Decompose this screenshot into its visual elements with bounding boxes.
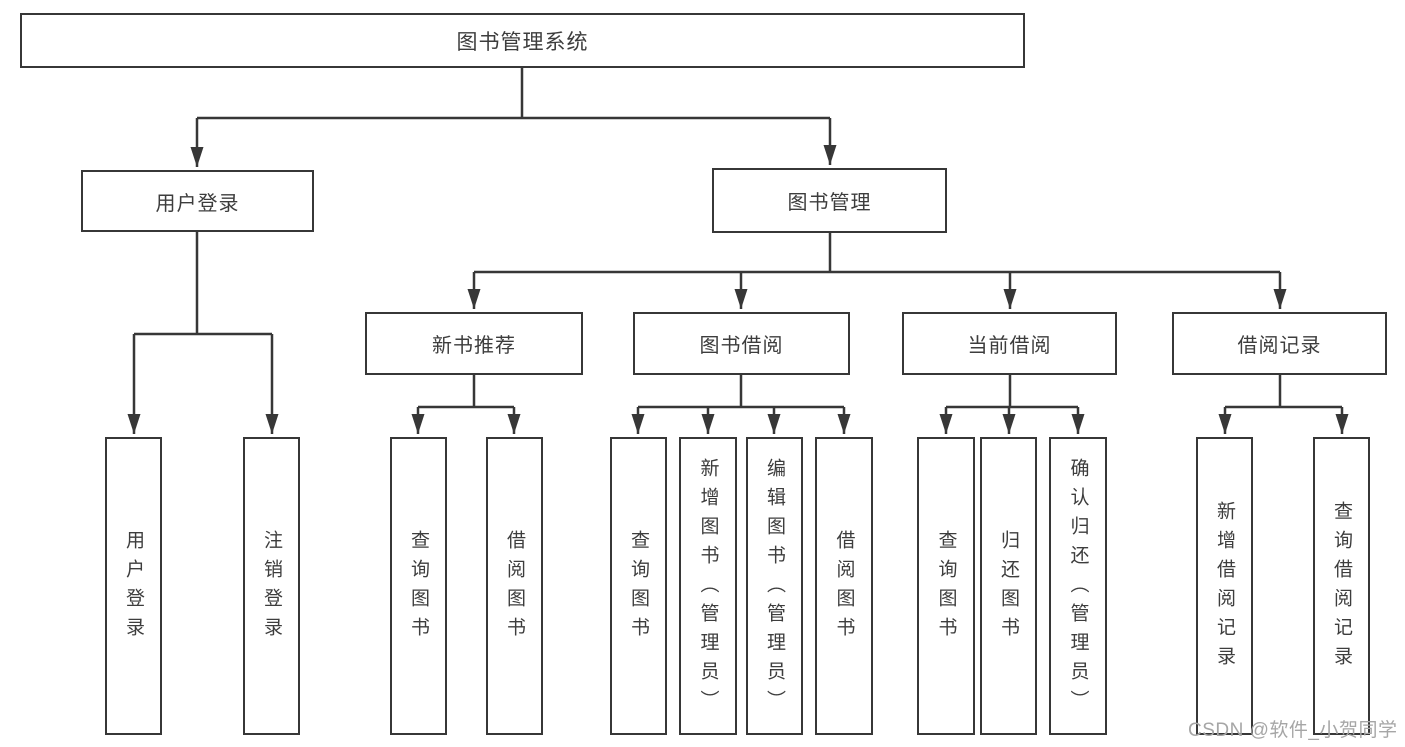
leaf-user-login: 用户登录 — [105, 437, 162, 735]
leaf-recommend-borrow-books: 借阅图书 — [486, 437, 543, 735]
leaf-return-book: 归还图书 — [980, 437, 1037, 735]
leaf-borrow-books: 借阅图书 — [815, 437, 873, 735]
leaf-add-book-admin: 新增图书（管理员） — [679, 437, 737, 735]
leaf-add-borrow-record-label: 新增借阅记录 — [1214, 501, 1235, 675]
node-user-login: 用户登录 — [81, 170, 314, 232]
leaf-borrow-query-books: 查询图书 — [610, 437, 667, 735]
node-book-management-label: 图书管理 — [787, 192, 872, 214]
leaf-logout: 注销登录 — [243, 437, 300, 735]
leaf-edit-book-admin-label: 编辑图书（管理员） — [764, 457, 785, 719]
leaf-user-login-label: 用户登录 — [123, 530, 144, 646]
leaf-recommend-borrow-books-label: 借阅图书 — [504, 530, 525, 646]
leaf-confirm-return-admin-label: 确认归还（管理员） — [1067, 457, 1089, 719]
leaf-recommend-query-books: 查询图书 — [390, 437, 447, 735]
leaf-add-borrow-record: 新增借阅记录 — [1196, 437, 1253, 735]
leaf-borrow-query-books-label: 查询图书 — [628, 530, 649, 646]
node-book-borrow: 图书借阅 — [633, 312, 850, 375]
leaf-logout-label: 注销登录 — [261, 530, 282, 646]
leaf-current-query-books-label: 查询图书 — [935, 530, 957, 646]
node-new-book-recommend: 新书推荐 — [365, 312, 583, 375]
node-book-management: 图书管理 — [712, 168, 947, 233]
node-root-label: 图书管理系统 — [456, 30, 589, 54]
leaf-borrow-books-label: 借阅图书 — [833, 530, 855, 646]
node-current-borrow: 当前借阅 — [902, 312, 1117, 375]
leaf-return-book-label: 归还图书 — [998, 530, 1019, 646]
leaf-query-borrow-record: 查询借阅记录 — [1313, 437, 1370, 735]
csdn-watermark: CSDN @软件_小贺同学 — [1188, 720, 1398, 741]
node-borrow-records-label: 借阅记录 — [1237, 335, 1322, 357]
connector-lines — [127, 68, 1349, 434]
leaf-edit-book-admin: 编辑图书（管理员） — [746, 437, 803, 735]
leaf-add-book-admin-label: 新增图书（管理员） — [697, 457, 719, 719]
node-new-book-recommend-label: 新书推荐 — [432, 335, 516, 357]
leaf-confirm-return-admin: 确认归还（管理员） — [1049, 437, 1107, 735]
node-borrow-records: 借阅记录 — [1172, 312, 1387, 375]
node-user-login-label: 用户登录 — [155, 192, 240, 215]
node-root-system: 图书管理系统 — [20, 13, 1025, 68]
leaf-query-borrow-record-label: 查询借阅记录 — [1331, 501, 1352, 675]
leaf-current-query-books: 查询图书 — [917, 437, 975, 735]
node-current-borrow-label: 当前借阅 — [967, 335, 1052, 357]
leaf-recommend-query-books-label: 查询图书 — [408, 530, 429, 646]
node-book-borrow-label: 图书借阅 — [699, 335, 784, 357]
